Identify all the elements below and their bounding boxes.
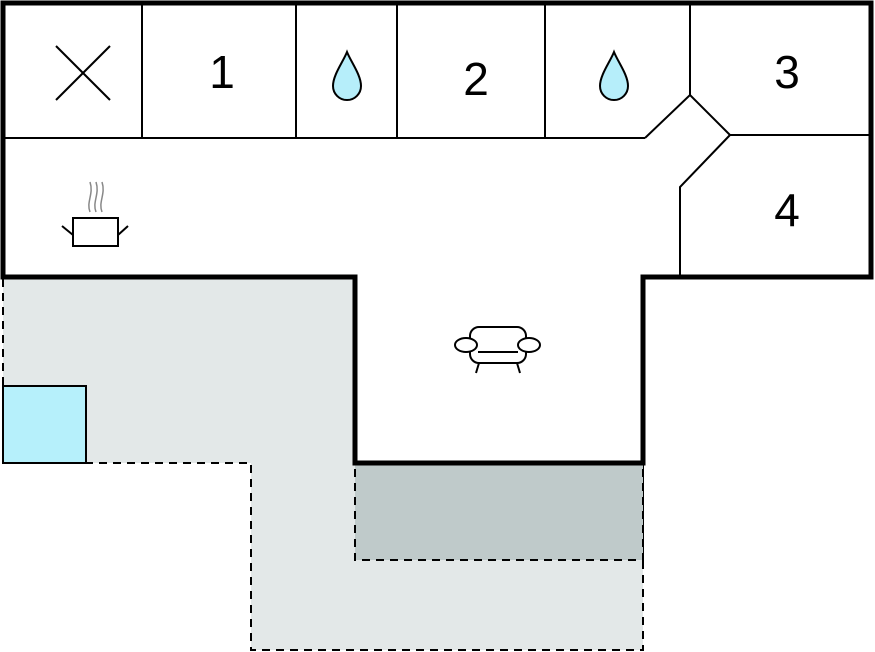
- room-number-2: 2: [463, 53, 489, 105]
- room-number-3: 3: [774, 46, 800, 98]
- water-drop-icon: [331, 49, 363, 101]
- room-number-1: 1: [209, 46, 235, 98]
- cooking-pot-icon: [61, 181, 129, 247]
- house-interior: [3, 3, 871, 463]
- room-number-4: 4: [774, 184, 800, 236]
- cross-icon: [55, 45, 111, 101]
- outer-walls: [0, 0, 874, 466]
- water-drop-icon: [598, 49, 630, 101]
- pool: [2, 385, 87, 464]
- sofa-icon: [454, 326, 541, 374]
- interior-walls: [3, 3, 871, 277]
- covered-terrace: [354, 462, 644, 561]
